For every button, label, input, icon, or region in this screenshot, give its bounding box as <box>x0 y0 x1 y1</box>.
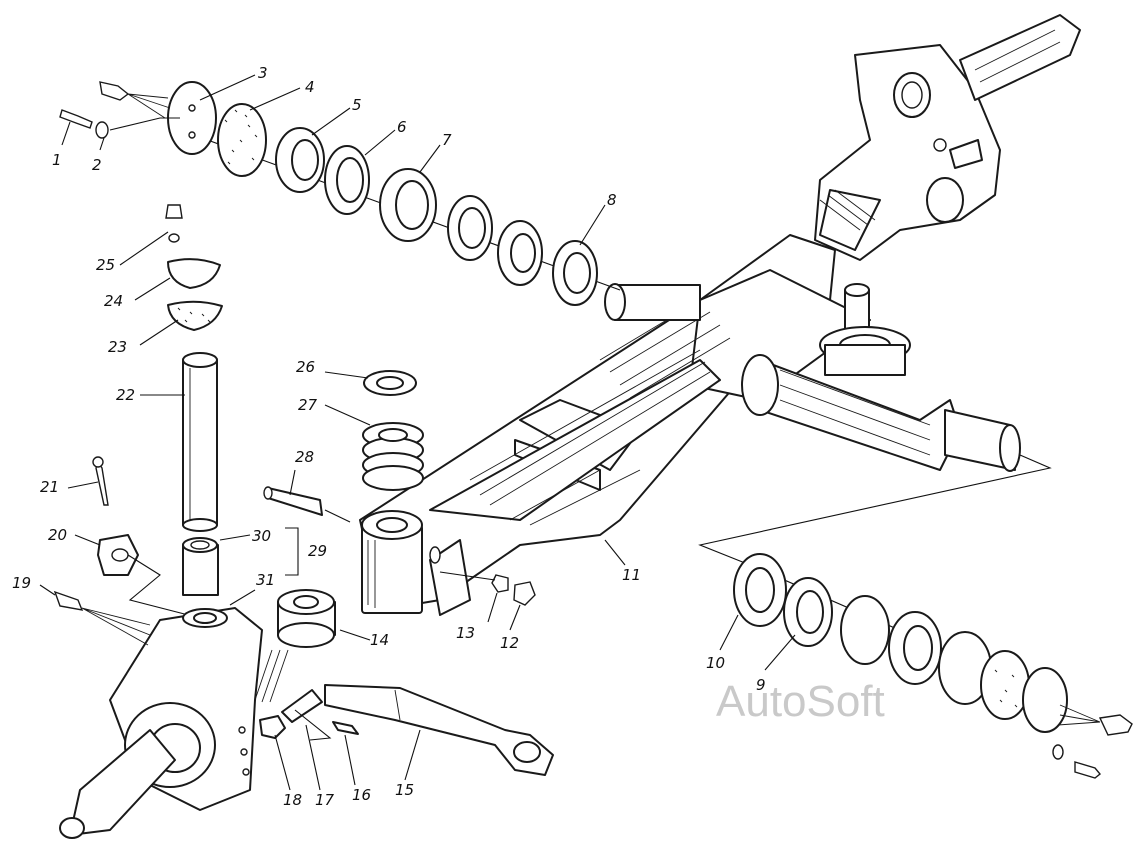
callout-26: 26 <box>296 358 315 376</box>
callout-30: 30 <box>252 527 271 545</box>
callout-14: 14 <box>370 631 389 649</box>
part-7-bearing <box>379 168 437 242</box>
callout-11: 11 <box>622 566 641 584</box>
cross-tube <box>604 283 1021 472</box>
callout-4: 4 <box>305 78 315 96</box>
part-18-nut <box>259 715 286 739</box>
part-5-bearing <box>275 127 325 193</box>
callout-1: 1 <box>52 151 62 169</box>
part-17-stud <box>281 689 323 723</box>
part-4-gasket <box>217 103 267 177</box>
kingpin-upper <box>819 283 911 376</box>
part-19-fitting <box>53 590 84 611</box>
callout-7: 7 <box>442 131 452 149</box>
part-8-washer <box>552 240 598 306</box>
callout-3: 3 <box>258 64 268 82</box>
part-30-bushing <box>182 537 219 596</box>
callout-18: 18 <box>283 791 302 809</box>
callout-10: 10 <box>706 654 725 672</box>
grease-fitting-lower <box>1098 714 1133 736</box>
part-22-kingpin <box>182 352 218 532</box>
callout-23: 23 <box>108 338 127 356</box>
left-steering-knuckle <box>53 590 263 839</box>
watermark: AutoSoft <box>716 677 885 726</box>
part-6-ring <box>324 145 370 215</box>
callout-2: 2 <box>92 156 102 174</box>
pivot-boss <box>361 510 423 614</box>
part-10-washer <box>733 553 787 627</box>
part-14-nut <box>254 589 336 703</box>
part-25-screw <box>165 204 183 219</box>
part-9-ring <box>783 577 833 647</box>
callout-22: 22 <box>116 386 135 404</box>
callout-17: 17 <box>315 791 335 809</box>
callout-12: 12 <box>500 634 519 652</box>
steering-arm-assembly <box>259 684 554 776</box>
part-16-key <box>332 721 359 735</box>
callout-6: 6 <box>397 118 407 136</box>
part-26-washer <box>363 370 417 396</box>
callout-13: 13 <box>456 624 475 642</box>
part-28-pin <box>263 486 351 523</box>
part-2-washer <box>95 121 109 139</box>
bearing-cups <box>840 595 1068 733</box>
grease-fitting-upper <box>99 81 130 101</box>
callout-16: 16 <box>352 786 371 804</box>
callout-8: 8 <box>607 191 617 209</box>
part-12-nut <box>513 581 536 606</box>
kingpin-stack <box>92 204 223 619</box>
part-bushing <box>497 220 543 286</box>
part-washer <box>447 195 493 261</box>
part-21-cotter-pin <box>95 460 109 506</box>
spring-stack <box>263 370 424 523</box>
callout-5: 5 <box>352 96 362 114</box>
callout-labels: 1 2 3 4 5 6 7 8 9 10 11 12 13 14 15 16 1… <box>12 64 766 809</box>
leader-lines <box>39 74 796 791</box>
part-23-gasket <box>167 300 223 331</box>
callout-25: 25 <box>96 256 115 274</box>
part-1-bolt <box>59 109 93 129</box>
callout-31: 31 <box>256 571 275 589</box>
upper-exploded-row <box>59 81 621 306</box>
callout-28: 28 <box>295 448 314 466</box>
part-13-washer <box>491 574 509 593</box>
callout-19: 19 <box>12 574 31 592</box>
small-fasteners <box>439 571 536 606</box>
callout-27: 27 <box>298 396 318 414</box>
callout-15: 15 <box>395 781 414 799</box>
callout-29: 29 <box>308 542 327 560</box>
callout-9: 9 <box>756 676 766 694</box>
callout-20: 20 <box>48 526 67 544</box>
part-27-spring <box>362 422 424 491</box>
callout-21: 21 <box>40 478 59 496</box>
axle-beam <box>359 234 871 616</box>
part-24-cap <box>167 258 221 289</box>
callout-24: 24 <box>104 292 123 310</box>
right-steering-knuckle <box>814 14 1081 261</box>
lower-right-exploded-row <box>698 454 1133 779</box>
part-15-steering-arm <box>324 684 554 776</box>
